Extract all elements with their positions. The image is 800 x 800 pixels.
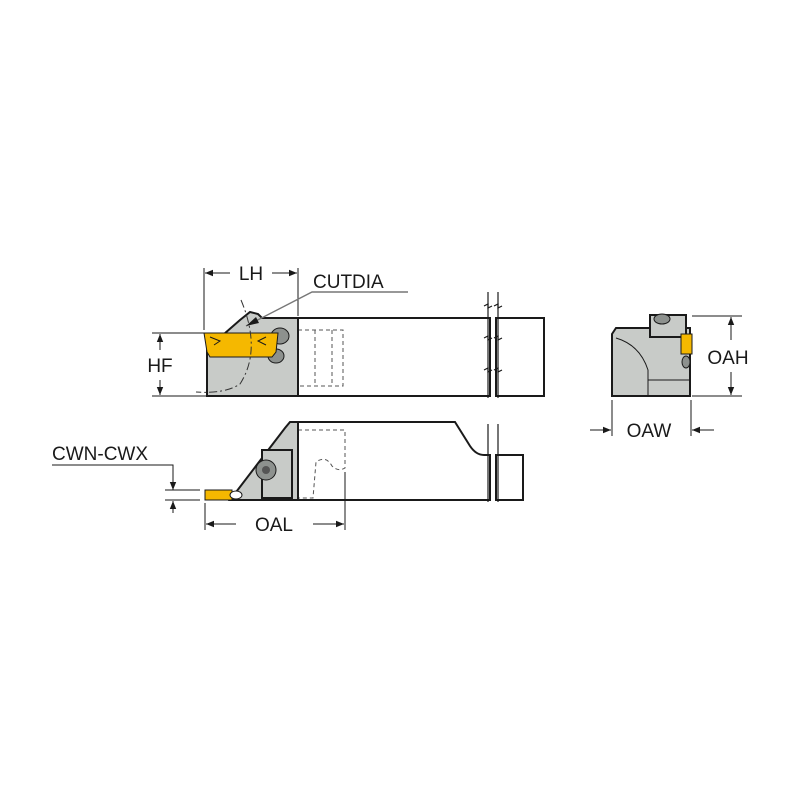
cwn-cwx-label: CWN-CWX: [52, 444, 148, 465]
oaw-label: OAW: [627, 421, 672, 442]
top-view: LH CUTDIA HF: [147, 264, 545, 398]
hidden-pocket: [297, 329, 344, 387]
hf-label: HF: [147, 356, 172, 377]
cutdia-leader: [245, 291, 408, 327]
shank-body: [297, 317, 491, 397]
cutdia-arc: [195, 299, 252, 393]
side-view: CWN-CWX OAL: [52, 421, 524, 536]
side-insert: [204, 489, 233, 501]
side-shank-end: [495, 454, 524, 501]
end-view: OAH OAW: [590, 313, 749, 442]
side-break-marks: [487, 424, 499, 502]
end-body: [611, 327, 691, 397]
side-shank-body: [297, 421, 491, 501]
end-screw: [653, 313, 671, 325]
cutting-insert: [203, 332, 279, 358]
cutdia-label: CUTDIA: [313, 272, 384, 293]
break-marks: [483, 292, 503, 398]
end-insert: [680, 333, 693, 355]
shank-end: [495, 317, 545, 397]
lh-label: LH: [239, 264, 263, 285]
side-hidden: [298, 429, 346, 499]
oah-label: OAH: [707, 348, 748, 369]
oal-label: OAL: [255, 515, 293, 536]
